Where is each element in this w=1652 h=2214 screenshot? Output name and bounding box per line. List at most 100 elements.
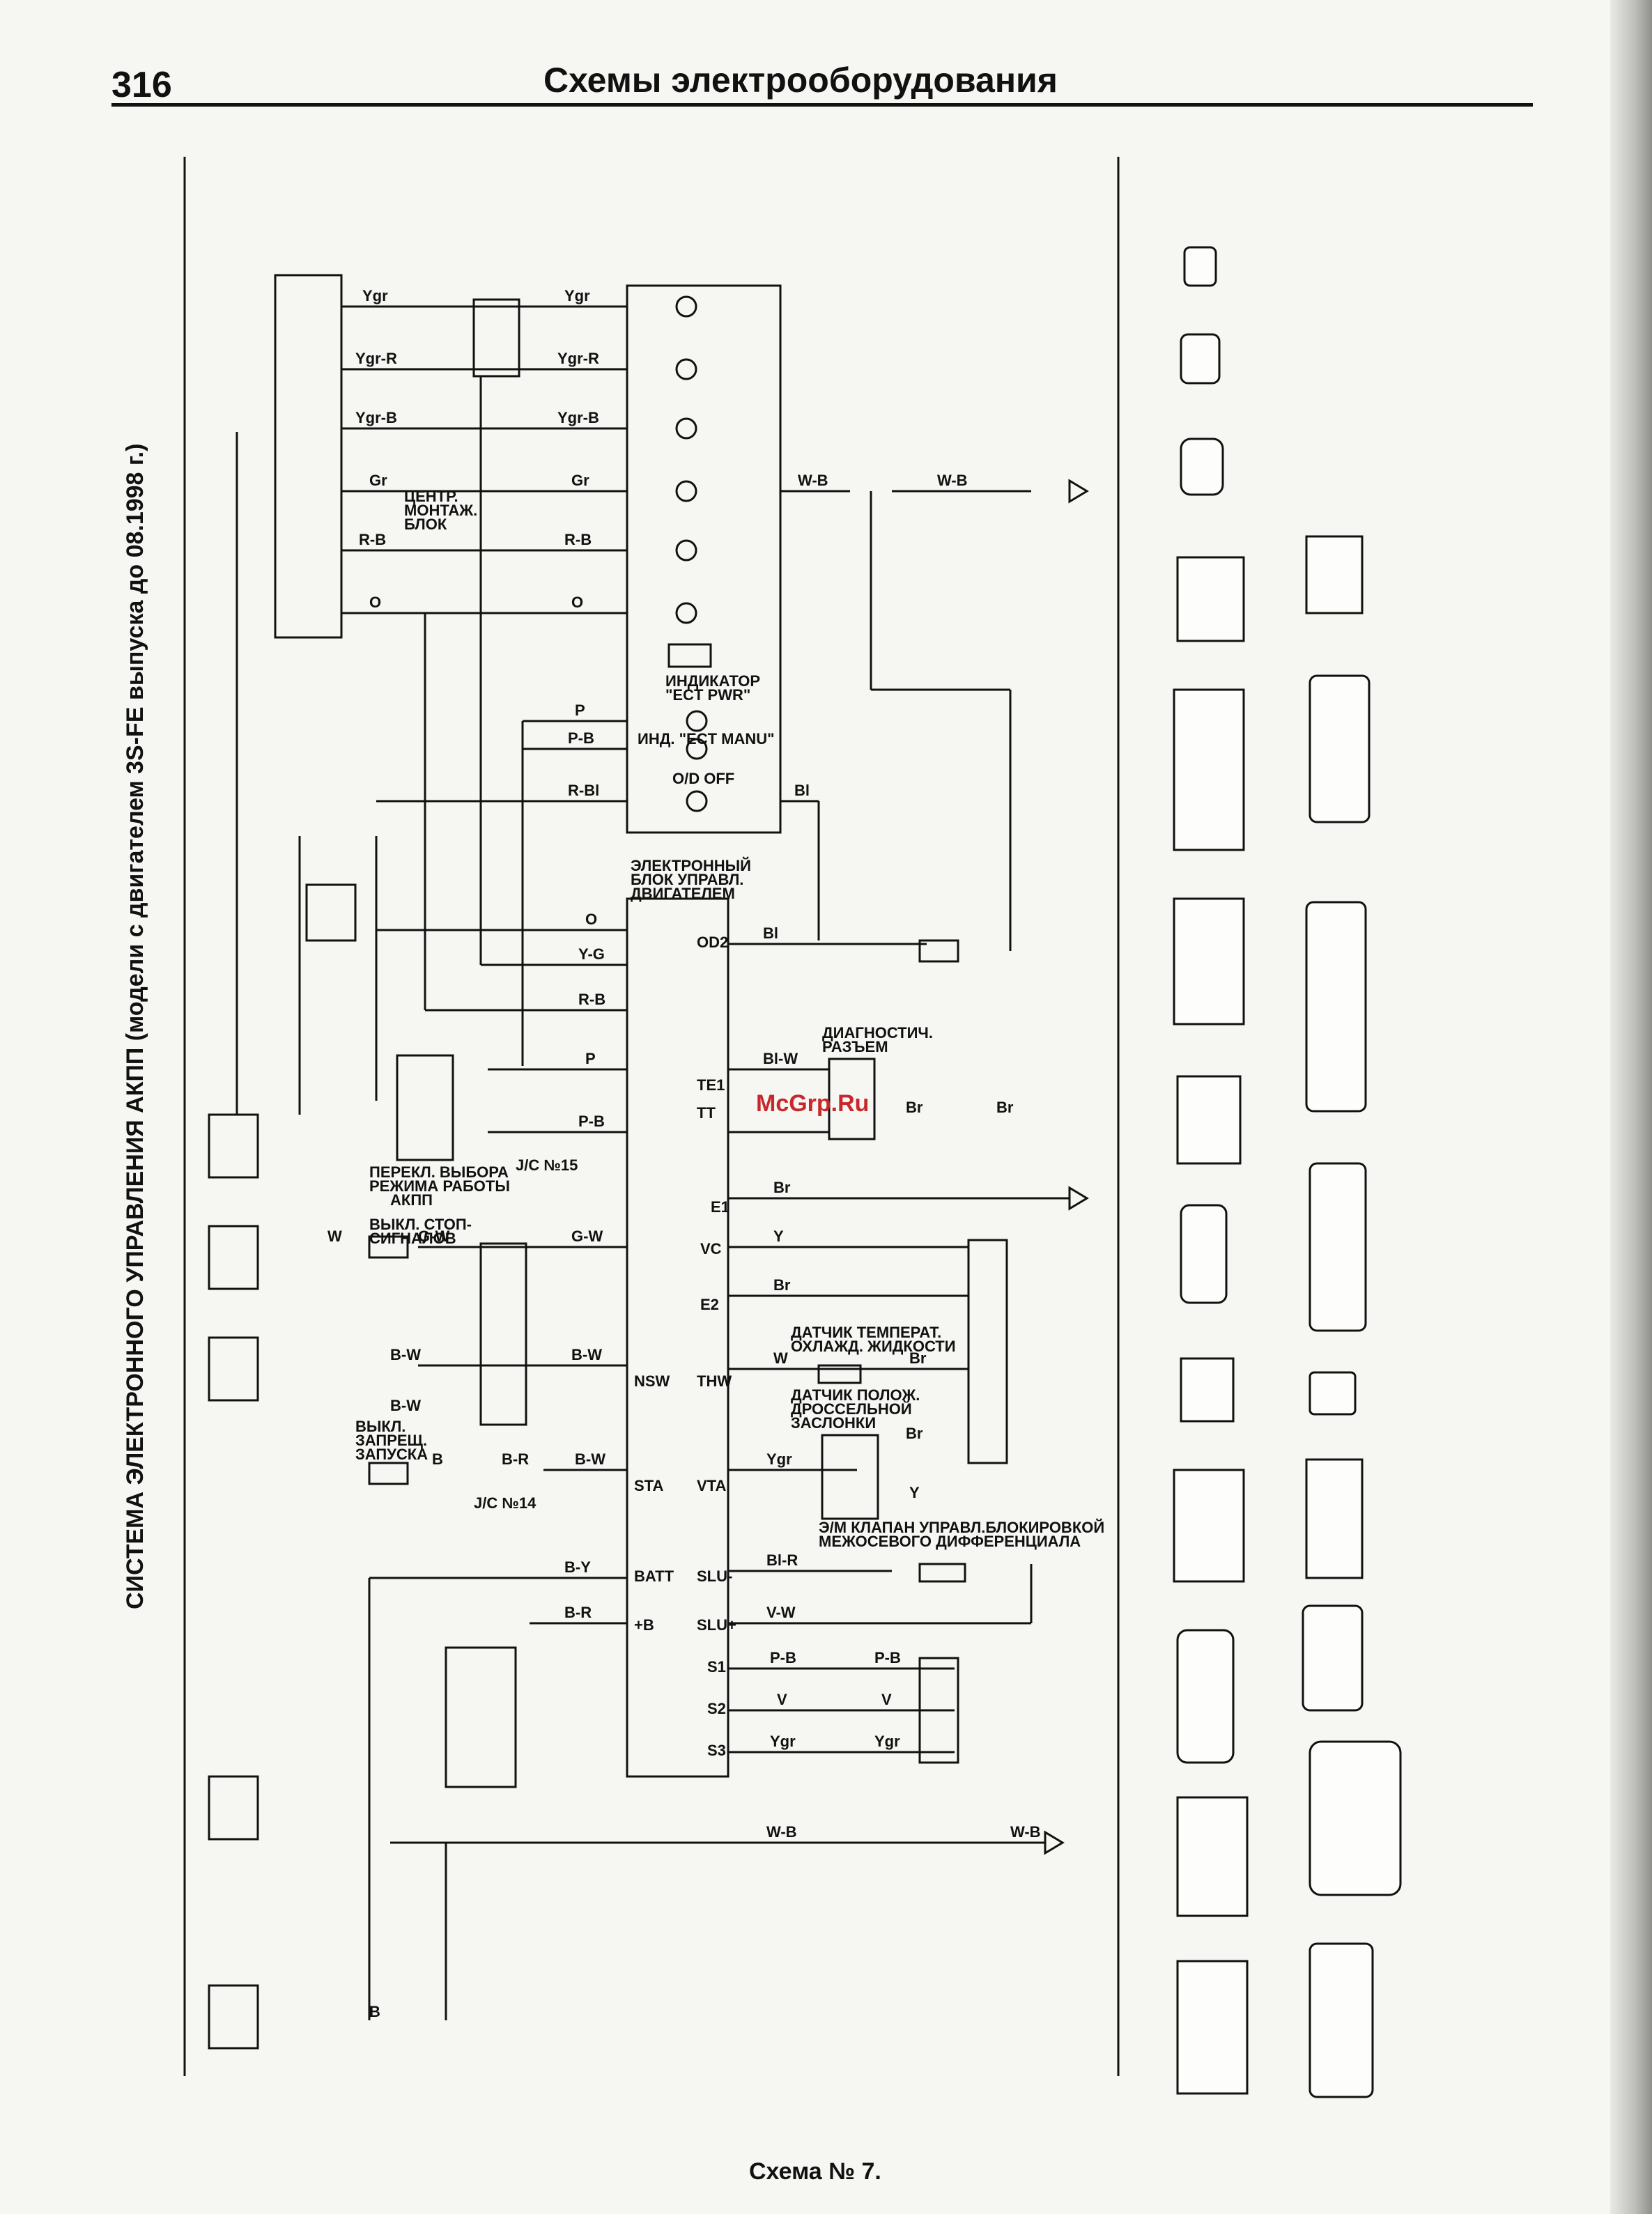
watermark-text: McGrp.Ru [756,1090,870,1117]
svg-text:TE1: TE1 [697,1076,725,1094]
svg-text:P-B: P-B [578,1113,605,1130]
svg-text:G-W: G-W [418,1228,449,1245]
header-rule [111,103,1533,107]
svg-text:B-W: B-W [571,1346,602,1363]
connector-glyphs [1173,246,1402,2098]
neutral-start-switch-box [274,274,343,639]
svg-text:OD2: OD2 [697,934,728,951]
svg-text:W: W [327,1228,342,1245]
svg-text:R-B: R-B [564,531,592,548]
svg-text:+B: +B [634,1616,654,1634]
svg-text:B: B [432,1450,443,1468]
ecu-box [626,897,729,1778]
svg-text:B: B [369,2003,380,2020]
component-labels: ЭЛЕКТРОННЫЙ БЛОК УПРАВЛ. ДВИГАТЕЛЕМ ИНДИ… [355,488,1104,1550]
svg-text:O: O [369,594,381,611]
svg-text:Ygr: Ygr [770,1733,796,1750]
svg-text:VC: VC [700,1240,722,1257]
vertical-wires [236,376,1033,2020]
page-edge-shadow [1610,0,1652,2214]
svg-text:V-W: V-W [766,1604,796,1621]
svg-text:РЕЖИМА РАБОТЫ: РЕЖИМА РАБОТЫ [369,1177,510,1195]
svg-text:ВЫКЛ.: ВЫКЛ. [355,1418,406,1435]
svg-text:Br: Br [906,1099,923,1116]
ecu-wires [369,929,1070,1844]
svg-text:R-Bl: R-Bl [568,782,599,799]
svg-text:"ECT PWR": "ECT PWR" [665,686,750,704]
svg-text:Ygr: Ygr [874,1733,900,1750]
svg-text:Ygr: Ygr [362,287,388,304]
svg-text:Ygr-B: Ygr-B [355,409,397,426]
throttle-sensor-box [821,1434,879,1520]
svg-text:W-B: W-B [1010,1823,1041,1841]
svg-text:БЛОК: БЛОК [404,516,447,533]
svg-text:ВЫКЛ. СТОП-: ВЫКЛ. СТОП- [369,1216,472,1233]
svg-text:ЭЛЕКТРОННЫЙ: ЭЛЕКТРОННЫЙ [631,857,751,874]
diff-lock-coil [918,1563,966,1583]
svg-text:STA: STA [634,1477,663,1494]
svg-text:Ygr-R: Ygr-R [557,350,599,367]
svg-text:B-R: B-R [564,1604,592,1621]
page-number: 316 [111,65,172,105]
svg-text:J/C №14: J/C №14 [474,1494,536,1512]
svg-text:Br: Br [773,1179,791,1196]
central-block-left-box [305,883,357,942]
svg-text:АКПП: АКПП [390,1191,433,1209]
svg-text:Br: Br [906,1425,923,1442]
page-header-title: Схемы электрооборудования [543,61,1058,100]
jc7-box [967,1239,1008,1464]
svg-text:РАЗЪЕМ: РАЗЪЕМ [822,1038,888,1055]
svg-text:ИНД. "ECT MANU": ИНД. "ECT MANU" [638,730,775,748]
svg-text:R-B: R-B [359,531,386,548]
svg-text:THW: THW [697,1372,732,1390]
svg-text:E2: E2 [700,1296,719,1313]
svg-text:J/C №15: J/C №15 [516,1156,578,1174]
svg-text:Ygr: Ygr [564,287,590,304]
svg-text:NSW: NSW [634,1372,670,1390]
svg-text:Bl: Bl [763,924,778,942]
svg-text:V: V [777,1691,787,1708]
svg-text:Ygr: Ygr [766,1450,792,1468]
svg-text:W-B: W-B [798,472,828,489]
svg-text:P-B: P-B [770,1649,796,1666]
svg-text:G-W: G-W [571,1228,603,1245]
svg-text:Gr: Gr [571,472,589,489]
svg-text:Y: Y [773,1228,784,1245]
svg-text:TT: TT [697,1104,716,1122]
svg-text:P-B: P-B [874,1649,901,1666]
diag-connector-box [828,1058,876,1140]
svg-text:СИГНАЛОВ: СИГНАЛОВ [369,1230,456,1247]
meter-wires [341,305,1031,940]
svg-text:W: W [773,1349,788,1367]
wire-labels: Ygr Ygr Ygr-R Ygr-R Ygr-B Ygr-B Gr Gr R-… [327,287,1041,2020]
ecu-pin-labels: OD2 TE1 TT E1 VC E2 NSW THW STA VTA BATT… [634,934,736,1759]
svg-text:ДАТЧИК ПОЛОЖ.: ДАТЧИК ПОЛОЖ. [791,1386,920,1404]
svg-text:ЗАСЛОНКИ: ЗАСЛОНКИ [791,1414,876,1432]
svg-text:ЗАПРЕЩ.: ЗАПРЕЩ. [355,1432,427,1449]
svg-text:S3: S3 [707,1742,726,1759]
svg-text:W-B: W-B [766,1823,797,1841]
svg-text:B-R: B-R [502,1450,529,1468]
jc14-top-box [472,298,520,378]
svg-text:Br: Br [773,1276,791,1294]
svg-text:R-B: R-B [578,991,605,1008]
fuse-boxes [208,1113,259,2050]
svg-text:МОНТАЖ.: МОНТАЖ. [404,502,477,519]
svg-text:ДИАГНОСТИЧ.: ДИАГНОСТИЧ. [822,1024,933,1042]
scheme-caption: Схема № 7. [749,2158,881,2185]
svg-text:ПЕРЕКЛ. ВЫБОРА: ПЕРЕКЛ. ВЫБОРА [369,1163,509,1181]
svg-text:Br: Br [909,1349,927,1367]
svg-text:Bl-W: Bl-W [763,1050,798,1067]
meter-lamps [667,295,712,812]
svg-text:Ygr-B: Ygr-B [557,409,599,426]
mode-switch-box [396,1054,454,1161]
ground-symbols [1044,479,1089,1855]
svg-text:E1: E1 [711,1198,729,1216]
svg-text:ДРОССЕЛЬНОЙ: ДРОССЕЛЬНОЙ [791,1400,912,1418]
svg-text:S2: S2 [707,1700,726,1717]
svg-text:Br: Br [996,1099,1014,1116]
svg-text:P: P [585,1050,596,1067]
svg-text:ДАТЧИК ТЕМПЕРАТ.: ДАТЧИК ТЕМПЕРАТ. [791,1324,941,1341]
central-block-lower-box [479,1242,527,1426]
